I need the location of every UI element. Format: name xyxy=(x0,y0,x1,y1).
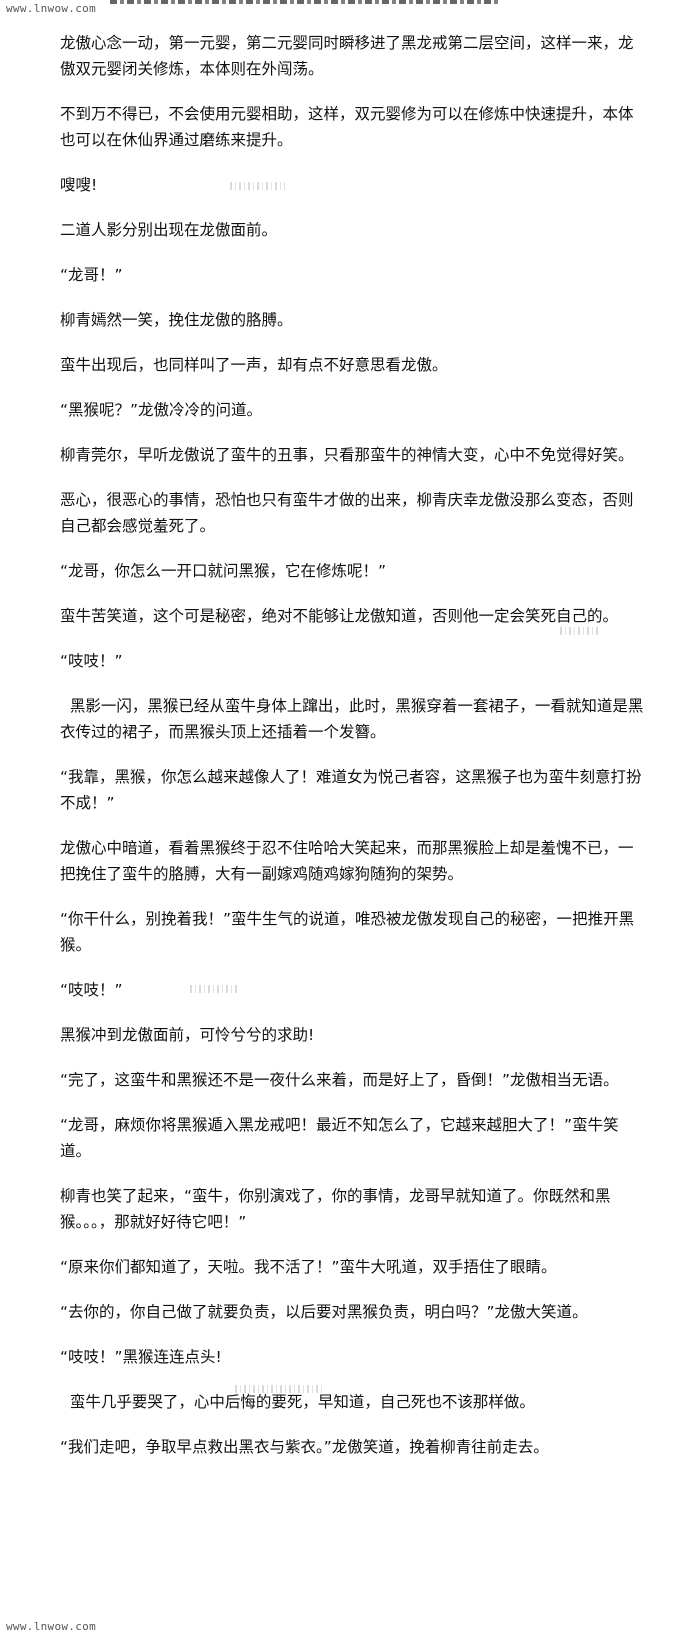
paragraph: “吱吱！” xyxy=(60,652,123,670)
scan-noise xyxy=(560,627,600,635)
paragraph: “吱吱！” xyxy=(60,981,123,999)
paragraph: 蛮牛几乎要哭了，心中后悔的要死，早知道，自己死也不该那样做。 xyxy=(60,1393,535,1411)
watermark-bottom: www.lnwow.com xyxy=(6,1620,96,1633)
watermark-top: www.lnwow.com xyxy=(6,2,96,15)
paragraph: “完了，这蛮牛和黑猴还不是一夜什么来着，而是好上了，昏倒！”龙傲相当无语。 xyxy=(60,1071,619,1089)
document-body: 龙傲心念一动，第一元婴，第二元婴同时瞬移进了黑龙戒第二层空间，这样一来，龙傲双元… xyxy=(60,30,645,1479)
cropped-top-line xyxy=(0,0,680,10)
paragraph: 蛮牛苦笑道，这个可是秘密，绝对不能够让龙傲知道，否则他一定会笑死自己的。 xyxy=(60,607,619,625)
paragraph: “黑猴呢？”龙傲冷冷的问道。 xyxy=(60,401,263,419)
paragraph: 嗖嗖! xyxy=(60,176,98,194)
paragraph: “龙哥，你怎么一开口就问黑猴，它在修炼呢！” xyxy=(60,562,387,580)
paragraph: 黑猴冲到龙傲面前，可怜兮兮的求助! xyxy=(60,1026,315,1044)
paragraph: 二道人影分别出现在龙傲面前。 xyxy=(60,221,278,239)
paragraph: “去你的，你自己做了就要负责，以后要对黑猴负责，明白吗？”龙傲大笑道。 xyxy=(60,1303,588,1321)
paragraph: “你干什么，别挽着我！”蛮牛生气的说道，唯恐被龙傲发现自己的秘密，一把推开黑猴。 xyxy=(60,910,635,954)
scan-noise xyxy=(190,985,240,993)
paragraph: “原来你们都知道了，天啦。我不活了！”蛮牛大吼道，双手捂住了眼睛。 xyxy=(60,1258,557,1276)
paragraph: “我们走吧，争取早点救出黑衣与紫衣。”龙傲笑道，挽着柳青往前走去。 xyxy=(60,1438,549,1456)
paragraph: 柳青莞尔，早听龙傲说了蛮牛的丑事，只看那蛮牛的神情大变，心中不免觉得好笑。 xyxy=(60,446,634,464)
cropped-text-fragment xyxy=(110,0,500,4)
paragraph: 恶心，很恶心的事情，恐怕也只有蛮牛才做的出来，柳青庆幸龙傲没那么变态，否则自己都… xyxy=(60,491,634,535)
paragraph: 不到万不得已，不会使用元婴相助，这样，双元婴修为可以在修炼中快速提升，本体也可以… xyxy=(60,105,634,149)
paragraph: “吱吱！”黑猴连连点头! xyxy=(60,1348,222,1366)
paragraph: 柳青嫣然一笑，挽住龙傲的胳膊。 xyxy=(60,311,293,329)
paragraph: 蛮牛出现后，也同样叫了一声，却有点不好意思看龙傲。 xyxy=(60,356,448,374)
paragraph: “龙哥，麻烦你将黑猴遁入黑龙戒吧！最近不知怎么了，它越来越胆大了！”蛮牛笑道。 xyxy=(60,1116,619,1160)
paragraph: 黑影一闪，黑猴已经从蛮牛身体上蹿出，此时，黑猴穿着一套裙子，一看就知道是黑衣传过… xyxy=(60,697,644,741)
paragraph: “龙哥！” xyxy=(60,266,123,284)
paragraph: 龙傲心中暗道，看着黑猴终于忍不住哈哈大笑起来，而那黑猴脸上却是羞愧不已，一把挽住… xyxy=(60,839,634,883)
scan-noise xyxy=(235,1385,325,1393)
paragraph: “我靠，黑猴，你怎么越来越像人了！难道女为悦己者容，这黑猴子也为蛮牛刻意打扮不成… xyxy=(60,768,642,812)
paragraph: 柳青也笑了起来，“蛮牛，你别演戏了，你的事情，龙哥早就知道了。你既然和黑猴。。。… xyxy=(60,1187,611,1231)
scan-noise xyxy=(230,182,285,190)
paragraph: 龙傲心念一动，第一元婴，第二元婴同时瞬移进了黑龙戒第二层空间，这样一来，龙傲双元… xyxy=(60,34,634,78)
